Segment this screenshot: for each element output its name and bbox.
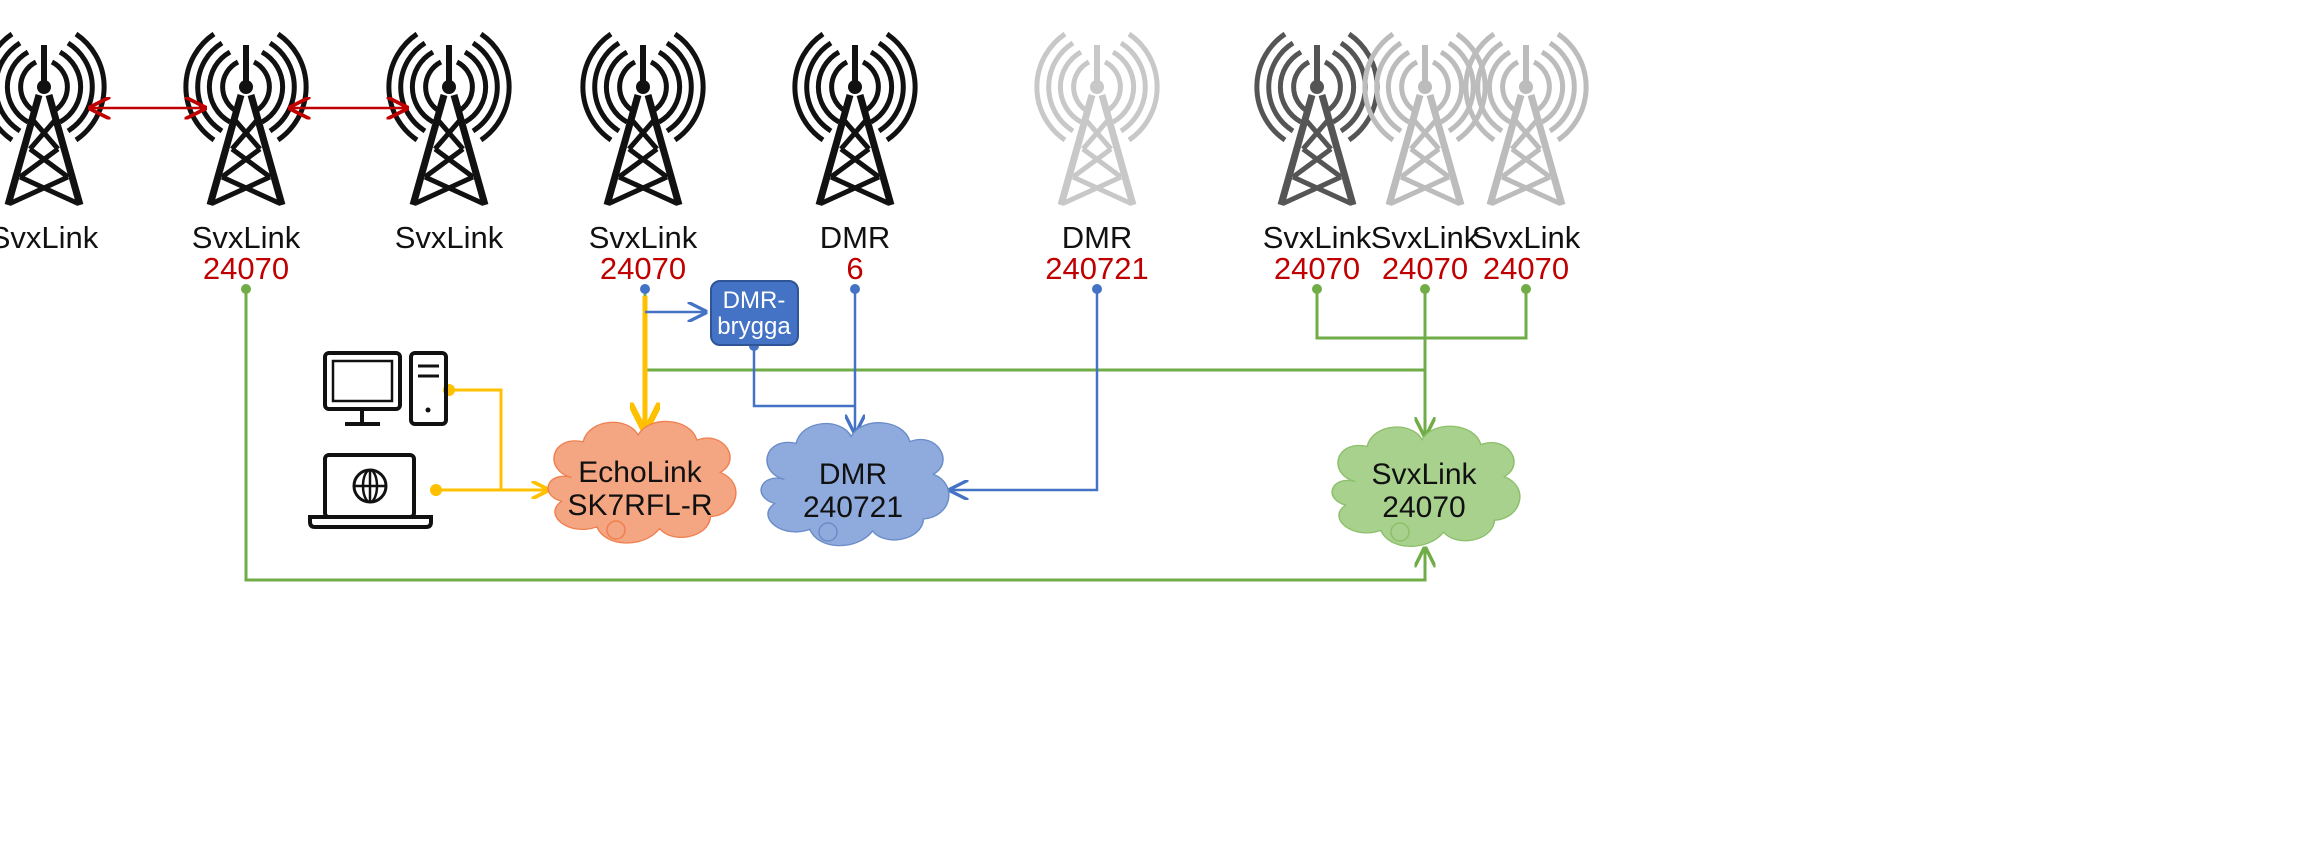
- dmr-line-bridge: [752, 346, 855, 408]
- tower-8-label: SvxLink: [1371, 220, 1480, 255]
- dmr-connections: [645, 289, 1099, 490]
- echolink-dots: [430, 384, 455, 496]
- tower-4: SvxLink 24070: [583, 34, 703, 286]
- tower-7: SvxLink 24070: [1257, 34, 1377, 286]
- tower-4-label: SvxLink: [589, 220, 698, 255]
- tower-1: SvxLink: [0, 34, 104, 255]
- svxlink-cloud-line-1: SvxLink: [1371, 458, 1477, 491]
- echolink-cloud: EchoLink SK7RFL-R: [547, 420, 737, 544]
- dmr-cloud-line-2: 240721: [803, 491, 903, 524]
- tower-5: DMR 6: [795, 34, 915, 286]
- bridge-line-2: brygga: [717, 313, 791, 340]
- bridge-line-1: DMR-: [723, 287, 786, 314]
- dmr-dots: [640, 284, 1102, 351]
- tower-2-number: 24070: [203, 251, 289, 286]
- radio-tower-icon: [1037, 34, 1157, 205]
- tower-8: SvxLink 24070: [1365, 34, 1485, 286]
- svx-line-group: [1315, 289, 1528, 340]
- dmr-line-tower6: [950, 289, 1099, 490]
- tower-7-label: SvxLink: [1263, 220, 1372, 255]
- radio-tower-icon: [1365, 34, 1485, 205]
- tower-3: SvxLink: [389, 34, 509, 255]
- echolink-cloud-line-1: EchoLink: [578, 456, 702, 489]
- radio-tower-icon: [583, 34, 703, 205]
- tower-8-number: 24070: [1382, 251, 1468, 286]
- tower-9-number: 24070: [1483, 251, 1569, 286]
- laptop-globe-icon: [308, 453, 433, 529]
- dmr-cloud-line-1: DMR: [819, 458, 887, 491]
- radio-tower-icon: [389, 34, 509, 205]
- dmr-cloud: DMR 240721: [760, 421, 950, 547]
- tower-1-label: SvxLink: [0, 220, 99, 255]
- radio-tower-icon: [795, 34, 915, 205]
- tower-6: DMR 240721: [1037, 34, 1157, 286]
- tower-2-label: SvxLink: [192, 220, 301, 255]
- tower-6-number: 240721: [1045, 251, 1148, 286]
- tower-4-number: 24070: [600, 251, 686, 286]
- tower-7-number: 24070: [1274, 251, 1360, 286]
- radio-tower-icon: [0, 34, 104, 205]
- desktop-computer-icon: [323, 351, 448, 426]
- tower-5-label: DMR: [820, 220, 891, 255]
- svxlink-dots: [241, 284, 1531, 294]
- tower-6-label: DMR: [1062, 220, 1133, 255]
- svxlink-cloud: SvxLink 24070: [1331, 425, 1521, 548]
- echolink-connections: [436, 296, 645, 490]
- tower-2: SvxLink 24070: [186, 34, 306, 286]
- tower-9: SvxLink 24070: [1466, 34, 1586, 286]
- echolink-line-desktop: [449, 388, 503, 490]
- tower-5-number: 6: [846, 251, 863, 286]
- tower-3-label: SvxLink: [395, 220, 504, 255]
- radio-tower-icon: [186, 34, 306, 205]
- dmr-bridge-box: DMR- brygga: [710, 280, 799, 346]
- tower-9-label: SvxLink: [1472, 220, 1581, 255]
- radio-tower-icon: [1257, 34, 1377, 205]
- radio-tower-icon: [1466, 34, 1586, 205]
- echolink-cloud-line-2: SK7RFL-R: [567, 489, 712, 522]
- svxlink-cloud-line-2: 24070: [1382, 491, 1465, 524]
- svx-line-tower2: [244, 289, 1425, 582]
